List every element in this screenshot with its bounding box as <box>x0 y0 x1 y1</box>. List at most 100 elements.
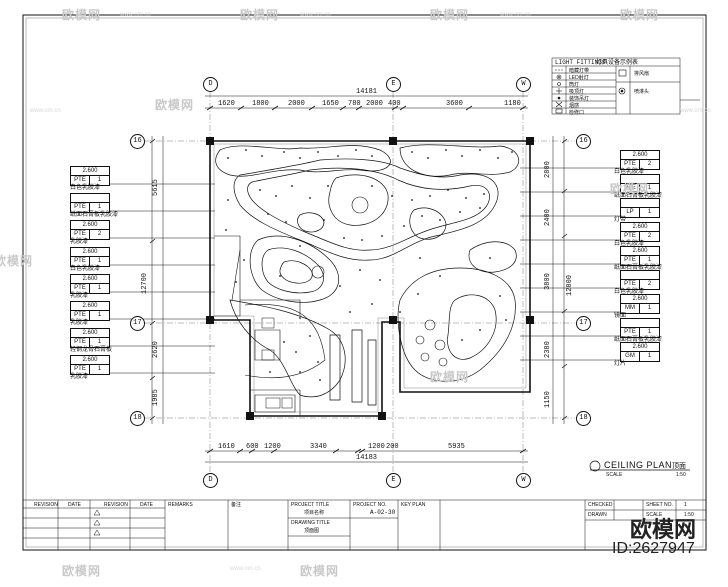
revision-triangles <box>93 509 101 536</box>
light-fitting-dot <box>285 221 287 223</box>
light-fitting-dot <box>291 185 293 187</box>
tag-note: 白色乳胶漆 <box>614 241 645 247</box>
dim-top-total: 14181 <box>356 88 378 96</box>
legend-header-cn: 灯具设备示例表 <box>596 60 639 66</box>
light-fitting-dot <box>349 311 351 313</box>
dim-right-segment: 1150 <box>544 391 552 408</box>
tag-code: PTE <box>71 311 90 320</box>
tag-num: 1 <box>647 305 652 311</box>
tb-checked-header: CHECKED <box>588 502 613 508</box>
light-fitting-dot <box>317 361 319 363</box>
dim-bottom-segment: 200 <box>386 443 399 451</box>
tag-code: PTE <box>71 338 90 347</box>
grid-bubble-top-e: E <box>386 77 401 92</box>
dim-bottom-segment: 1200 <box>264 443 281 451</box>
dim-top-segment: 1650 <box>322 100 339 108</box>
tag-code: PTE <box>621 184 640 193</box>
tag-num: 1 <box>647 257 652 263</box>
light-fitting-dot <box>461 339 463 341</box>
tag-code: PTE <box>621 256 640 265</box>
tag-note: 纸面石膏板乳胶漆 <box>614 265 663 271</box>
wall-hatching <box>209 140 531 413</box>
tag-note: 乳胶漆 <box>70 320 89 326</box>
tag-num: 2 <box>647 233 652 239</box>
sheet-inner-frame <box>25 17 704 548</box>
light-fitting-dot <box>275 195 277 197</box>
watermark-url: www.om.cn <box>230 566 261 572</box>
grid-bubble-bottom-e: E <box>386 473 401 488</box>
drawing-title-symbol <box>589 460 690 472</box>
tb-date-header: DATE <box>68 502 81 508</box>
tb-remarks-header: REMARKS <box>168 502 193 508</box>
legend-label: 检修口 <box>569 110 585 116</box>
tag-note: 乳胶漆 <box>70 239 89 245</box>
tb-remarks-cn: 备注 <box>231 502 242 508</box>
light-fitting-dot <box>421 215 423 217</box>
tb-project-no-value: A-02-30 <box>370 509 396 516</box>
light-fitting-dot <box>461 155 463 157</box>
light-fitting-dot <box>261 155 263 157</box>
dim-left-segment: 2620 <box>152 341 160 358</box>
dim-bottom-segment: 1200 <box>368 443 385 451</box>
legend-header: LIGHT FITTINGS <box>555 59 606 66</box>
light-fitting-dot <box>511 151 513 153</box>
tag-note: 镜面 <box>614 313 627 319</box>
tag-height: 2.600 <box>71 248 109 257</box>
tb-project-no-header: PROJECT NO. <box>353 502 387 508</box>
watermark-brand: 欧模网 <box>610 182 650 196</box>
tag-code: PTE <box>71 176 90 185</box>
light-fitting-dot <box>227 199 229 201</box>
tag-note: 纸面石膏板乳胶漆 <box>614 193 663 199</box>
light-fitting-dot <box>479 149 481 151</box>
dim-top-segment: 1620 <box>218 100 235 108</box>
light-fitting-dot <box>361 239 363 241</box>
legend-label: LED射灯 <box>569 75 589 81</box>
legend-symbols <box>555 69 627 114</box>
tb-scale-value: 1:50 <box>684 512 694 518</box>
light-fitting-dot <box>439 275 441 277</box>
light-fitting-dot <box>299 317 301 319</box>
watermark-brand: 欧模网 <box>62 564 102 578</box>
watermark-brand: 欧模网 <box>300 564 340 578</box>
light-fitting-dot <box>269 371 271 373</box>
dim-bottom-total: 14183 <box>356 454 378 462</box>
tag-num: 2 <box>647 281 652 287</box>
dim-left-segment: 12700 <box>141 272 149 294</box>
watermark-brand: 欧模网 <box>0 254 34 268</box>
dim-top-segment: 2000 <box>288 100 305 108</box>
grid-bubble-right-17: 17 <box>576 316 591 331</box>
light-fitting-dot <box>359 269 361 271</box>
tag-num: 1 <box>97 339 102 345</box>
tag-num: 1 <box>97 366 102 372</box>
tag-num: 1 <box>97 177 102 183</box>
tag-note: 纸面石膏板乳胶漆 <box>70 212 119 218</box>
tag-num: 1 <box>647 329 652 335</box>
watermark-brand: 欧模网 <box>240 8 280 22</box>
light-fitting-dot <box>399 311 401 313</box>
light-fitting-dot <box>283 341 285 343</box>
drawing-scale-value: 1:50 <box>676 472 686 478</box>
light-fitting-dot <box>243 259 245 261</box>
legend-label: 烟感 <box>569 103 580 109</box>
tag-code: PTE <box>71 365 90 374</box>
light-fitting-dot <box>465 197 467 199</box>
light-fitting-dot <box>391 195 393 197</box>
watermark-id: ID:2627947 <box>612 540 695 557</box>
light-fitting-dot <box>439 219 441 221</box>
light-fitting-dot <box>355 149 357 151</box>
light-fitting-dot <box>371 303 373 305</box>
dim-right-total: 12800 <box>566 274 574 296</box>
dim-left-segment: 5615 <box>152 179 160 196</box>
light-fitting-dot <box>411 151 413 153</box>
sheet-frame <box>22 14 707 551</box>
light-fitting-dot <box>459 211 461 213</box>
tag-height: 2.600 <box>71 302 109 311</box>
